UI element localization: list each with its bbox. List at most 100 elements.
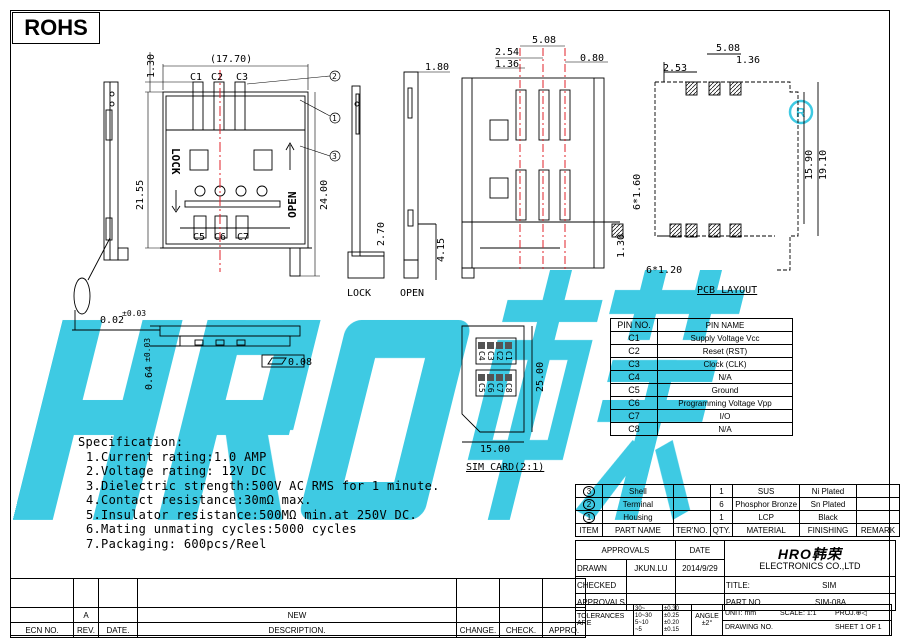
dim-15-00: 15.00 [480,444,510,455]
dim-2-70: 2.70 [376,222,387,246]
dim-25-00: 25.00 [535,362,546,392]
open-label: OPEN [400,288,424,299]
dim-2-53: 2.53 [663,63,687,74]
dim-1-36-b: 1.36 [736,55,760,66]
spec-line: 5.Insulator resistance:500MΩ min.at 250V… [86,507,418,522]
spec-line: 3.Dielectric strength:500V AC RMS for 1 … [86,478,440,493]
lock-word: LOCK [169,148,182,175]
spec-line: 6.Mating unmating cycles:5000 cycles [86,522,357,536]
dim-21-55: 21.55 [135,180,146,210]
balloon-3: 3 [332,152,337,161]
dim-4-15: 4.15 [436,238,447,262]
table-row: 1 Housing 1 LCP Black [575,510,900,524]
spec-line: 7.Packaging: 600pcs/Reel [86,536,267,551]
projection-symbol: PROJ.⊕◁ [835,610,867,617]
sim-card-label: SIM CARD(2:1) [466,462,544,473]
card-c4: C4 [477,351,486,361]
label-c2: C2 [211,72,223,83]
bom-item-balloon: 2 [575,497,603,511]
table-row: 2 Terminal 6 Phosphor Bronze Sn Plated [575,497,900,511]
balloon-1: 1 [332,114,337,123]
label-c5: C5 [193,232,205,243]
label-c1: C1 [190,72,202,83]
pcb-layout [611,53,819,271]
top-view [160,81,312,277]
pcb-layout-label: PCB LAYOUT [697,285,757,296]
balloon-2: 2 [332,72,337,81]
sim-card [461,325,533,443]
dim-1-30-b: 1.30 [616,234,627,258]
rohs-badge: ROHS [12,12,100,44]
table-row: A NEW [10,607,586,623]
card-c6: C6 [486,383,495,393]
dim-5-08-b: 5.08 [716,43,740,54]
bom-item-balloon: 1 [575,510,603,524]
revision-block: A NEW ECN NO. REV. DATE. DESCRIPTION. CH… [10,578,586,638]
card-c5: C5 [477,383,486,393]
label-c3: C3 [236,72,248,83]
spec-line: 2.Voltage rating: 12V DC [86,464,267,478]
dim-1-36-a: 1.36 [495,59,519,70]
dim-1-80: 1.80 [425,62,449,73]
open-word: OPEN [286,192,299,219]
partno-value: SIM-08A [815,597,847,607]
open-view [403,71,437,280]
card-c1: C1 [504,351,513,361]
dim-0-80: 0.80 [580,53,604,64]
title-value: SIM [822,580,837,590]
table-row: ITEM PART NAME TER'NO. QTY. MATERIAL FIN… [575,523,900,537]
label-c6: C6 [214,232,226,243]
lock-view [347,85,385,279]
company-name: ELECTRONICS CO.,LTD [759,560,861,571]
spec-title: Specification: [78,435,184,449]
title-block: APPROVALS DATE HRO韩荣 ELECTRONICS CO.,LTD… [575,540,896,611]
dim-0-02-tol: ±0.03 [122,309,146,318]
company-logo: HRO韩荣 [777,545,842,562]
card-c3: C3 [486,351,495,361]
spec-line: 4.Contact resistance:30mΩ max. [86,493,312,507]
dim-19-10: 19.10 [818,150,829,180]
dim-0-08: 0.08 [288,357,312,368]
dim-1-30-a: 1.30 [146,54,157,78]
lock-label: LOCK [347,288,371,299]
dim-0-64-tol: ±0.03 [143,338,152,362]
pin-head-no: PIN NO. [610,318,658,332]
card-c2: C2 [495,351,504,361]
dim-15-90: 15.90 [804,150,815,180]
dim-6x1-60: 6*1.60 [632,174,643,210]
dim-5-08-a: 5.08 [532,35,556,46]
svg-text:R: R [796,105,806,120]
dim-6x1-20: 6*1.20 [646,265,682,276]
dim-2-54: 2.54 [495,47,519,58]
card-c8: C8 [504,383,513,393]
dim-17-70: (17.70) [210,54,252,65]
dim-24-00: 24.00 [319,180,330,210]
front-view [461,77,620,279]
title-label: TITLE: [725,580,750,590]
side-profile [150,325,305,368]
bom-item-balloon: 3 [575,484,603,498]
card-c7: C7 [495,383,504,393]
label-c7: C7 [237,232,249,243]
table-row: 3 Shell 1 SUS Ni Plated [575,484,900,498]
pin-head-name: PIN NAME [657,318,793,332]
specification: Specification: 1.Current rating:1.0 AMP … [78,435,440,551]
spec-line: 1.Current rating:1.0 AMP [86,449,267,464]
partno-label: PART NO. [725,597,763,607]
bom-table: 3 Shell 1 SUS Ni Plated 2 Terminal 6 Pho… [575,484,900,537]
left-side-view [72,81,160,331]
dim-0-64: 0.64 [144,366,155,390]
table-row: ECN NO. REV. DATE. DESCRIPTION. CHANGE. … [10,622,586,638]
dim-0-02: 0.02 [100,315,124,326]
tolerance-block: TOLERANCES ARE 30~ 10~30 5~10 ~5 ±0.30 ±… [575,604,892,636]
